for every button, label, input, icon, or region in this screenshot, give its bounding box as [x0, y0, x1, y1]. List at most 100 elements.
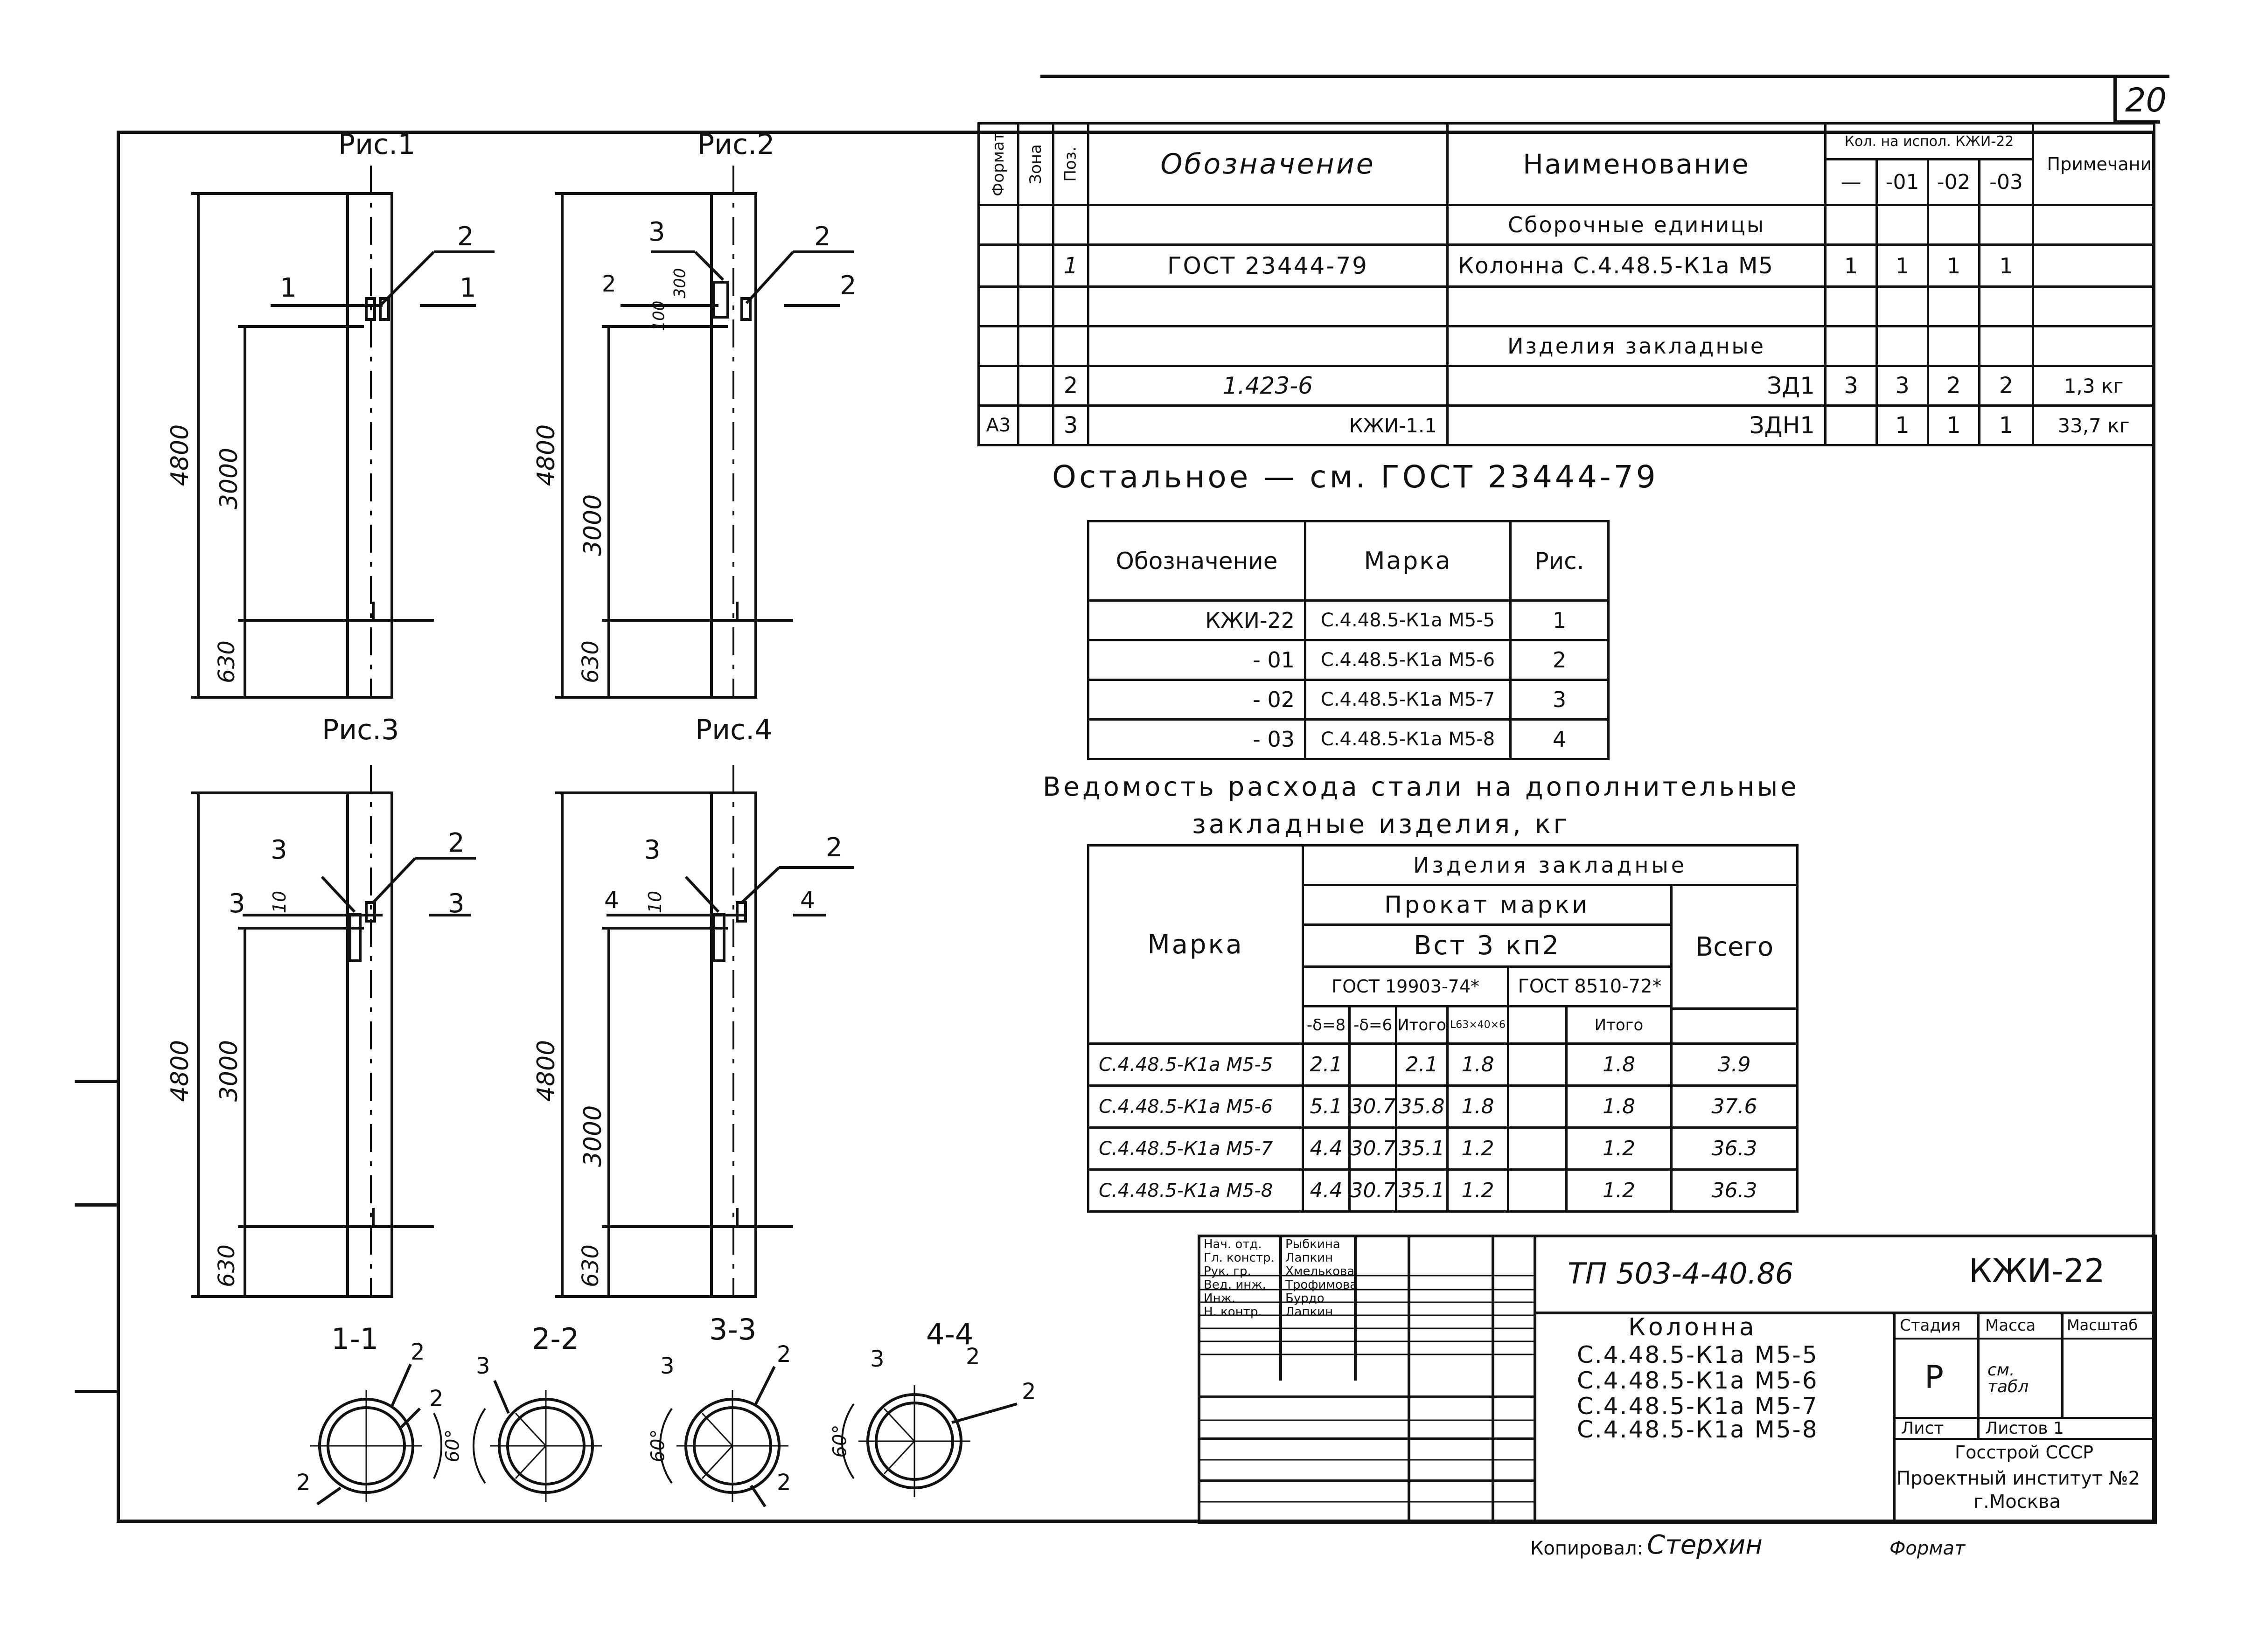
org-line3: г.Москва — [1973, 1491, 2061, 1513]
item-mark-2: С.4.48.5-К1а М5-6 — [1577, 1367, 1819, 1394]
dim-300: 300 — [670, 268, 690, 298]
section-callout-2: 2 — [966, 1344, 980, 1370]
staff-role: Вед. инж. — [1204, 1278, 1266, 1292]
section-callout-3: 3 — [476, 1353, 490, 1379]
callout-2: 2 — [448, 828, 465, 858]
dim-10: 10 — [645, 890, 666, 914]
callout-2: 2 — [814, 222, 831, 252]
staff-name: Трофимова — [1285, 1278, 1358, 1292]
h-stage: Стадия — [1900, 1316, 1961, 1335]
steel-cell-value: 4.4 — [1302, 1168, 1351, 1213]
section-callout-3: 3 — [870, 1346, 885, 1372]
dim-3000: 3000 — [215, 1040, 244, 1102]
callout-3: 3 — [271, 835, 287, 865]
staff-name: Рыбкина — [1285, 1237, 1340, 1251]
format-label: Формат — [1889, 1538, 1966, 1559]
staff-name: Бурдо — [1285, 1291, 1325, 1305]
callout-1: 1 — [280, 273, 297, 303]
callout-2: 2 — [457, 222, 474, 252]
fig3-label: Рис.3 — [322, 714, 399, 746]
fig1-column — [191, 166, 495, 699]
section-callout-2: 2 — [777, 1470, 791, 1496]
angle-60: 60° — [647, 1429, 669, 1463]
dim-630: 630 — [577, 1244, 604, 1287]
marks-h-designation: Обозначение — [1087, 520, 1306, 602]
section-4-4 — [841, 1385, 1018, 1497]
section-label-3-3: 3-3 — [709, 1312, 757, 1347]
marks-cell-designation: - 03 — [1087, 718, 1306, 760]
angle-60: 60° — [442, 1429, 464, 1463]
fig2-column — [555, 166, 854, 699]
section-3-3 — [659, 1366, 788, 1507]
spec-row-note: 1,3 кг — [2032, 365, 2155, 407]
angle-60: 60° — [829, 1424, 851, 1458]
fig4-column — [555, 765, 854, 1298]
dim-630: 630 — [213, 1244, 240, 1287]
fig3-column — [191, 765, 476, 1298]
section-2-2 — [472, 1380, 602, 1502]
item-mark-3: С.4.48.5-К1а М5-7 — [1577, 1393, 1819, 1420]
dim-10: 10 — [269, 890, 290, 914]
sheets-label: Листов 1 — [1985, 1419, 2064, 1438]
callout-3: 3 — [644, 835, 661, 865]
section-1-1 — [310, 1363, 443, 1506]
callout-3: 3 — [448, 888, 465, 919]
callout-2: 2 — [602, 271, 616, 297]
item-mark-1: С.4.48.5-К1а М5-5 — [1577, 1341, 1819, 1368]
title-block-lines — [1198, 1235, 2157, 1524]
drawing-frame — [117, 131, 2155, 1523]
mass-value: см. табл — [1987, 1360, 2029, 1396]
section-callout-2: 2 — [411, 1339, 425, 1365]
spec-row-note: 33,7 кг — [2032, 404, 2155, 446]
staff-role: Инж. — [1204, 1291, 1236, 1305]
h-scale: Масштаб — [2067, 1316, 2138, 1334]
section-callout-2: 2 — [296, 1470, 311, 1496]
marks-h-fig: Рис. — [1509, 520, 1610, 602]
page-number-box — [2113, 77, 2160, 124]
page-number: 20 — [2125, 81, 2167, 119]
callout-2: 2 — [826, 833, 843, 863]
fig4-label: Рис.4 — [695, 714, 773, 746]
staff-role: Н. контр. — [1204, 1305, 1262, 1319]
org-line2: Проектный институт №2 — [1896, 1468, 2140, 1489]
h-mass: Масса — [1985, 1316, 2036, 1335]
rest-note: Остальное — см. ГОСТ 23444-79 — [1052, 459, 1659, 495]
steel-cell-mark: С.4.48.5-К1а М5-8 — [1087, 1168, 1304, 1213]
callout-4: 4 — [800, 887, 815, 914]
margin-tick — [75, 1390, 117, 1393]
dim-4800: 4800 — [532, 1040, 561, 1102]
staff-role: Нач. отд. — [1204, 1237, 1262, 1251]
section-callout-2: 2 — [777, 1341, 791, 1367]
steel-title-line2: закладные изделия, кг — [1192, 809, 1570, 840]
staff-name: Лапкин — [1285, 1305, 1333, 1319]
section-callout-2: 2 — [1022, 1379, 1036, 1405]
copied-label: Копировал: — [1530, 1538, 1644, 1559]
spec-h-note: Примечание — [2032, 122, 2155, 206]
item-name: Колонна — [1628, 1313, 1757, 1341]
callout-1: 1 — [460, 273, 476, 303]
item-mark-4: С.4.48.5-К1а М5-8 — [1577, 1416, 1819, 1443]
dim-630: 630 — [213, 640, 240, 683]
dim-4800: 4800 — [532, 424, 561, 486]
dim-100: 100 — [649, 300, 669, 331]
dim-3000: 3000 — [215, 447, 244, 510]
section-callout-3: 3 — [660, 1353, 675, 1379]
callout-3: 3 — [229, 888, 245, 919]
steel-cell-total: 36.3 — [1670, 1168, 1799, 1213]
callout-4: 4 — [604, 887, 619, 914]
section-callout-2: 2 — [429, 1386, 444, 1412]
staff-role: Гл. констр. — [1204, 1251, 1275, 1265]
dim-4800: 4800 — [166, 424, 195, 486]
margin-tick — [75, 1080, 117, 1083]
marks-cell-fig: 4 — [1509, 718, 1610, 760]
margin-tick — [75, 1203, 117, 1207]
staff-name: Лапкин — [1285, 1251, 1333, 1265]
dim-4800: 4800 — [166, 1040, 195, 1102]
steel-title-line1: Ведомость расхода стали на дополнительны… — [1043, 772, 1799, 802]
org-line1: Госстрой СССР — [1955, 1442, 2094, 1463]
copied-signature: Стерхин — [1647, 1530, 1763, 1560]
callout-3: 3 — [648, 217, 665, 247]
dim-3000: 3000 — [579, 1105, 607, 1167]
section-label-1-1: 1-1 — [331, 1322, 379, 1356]
